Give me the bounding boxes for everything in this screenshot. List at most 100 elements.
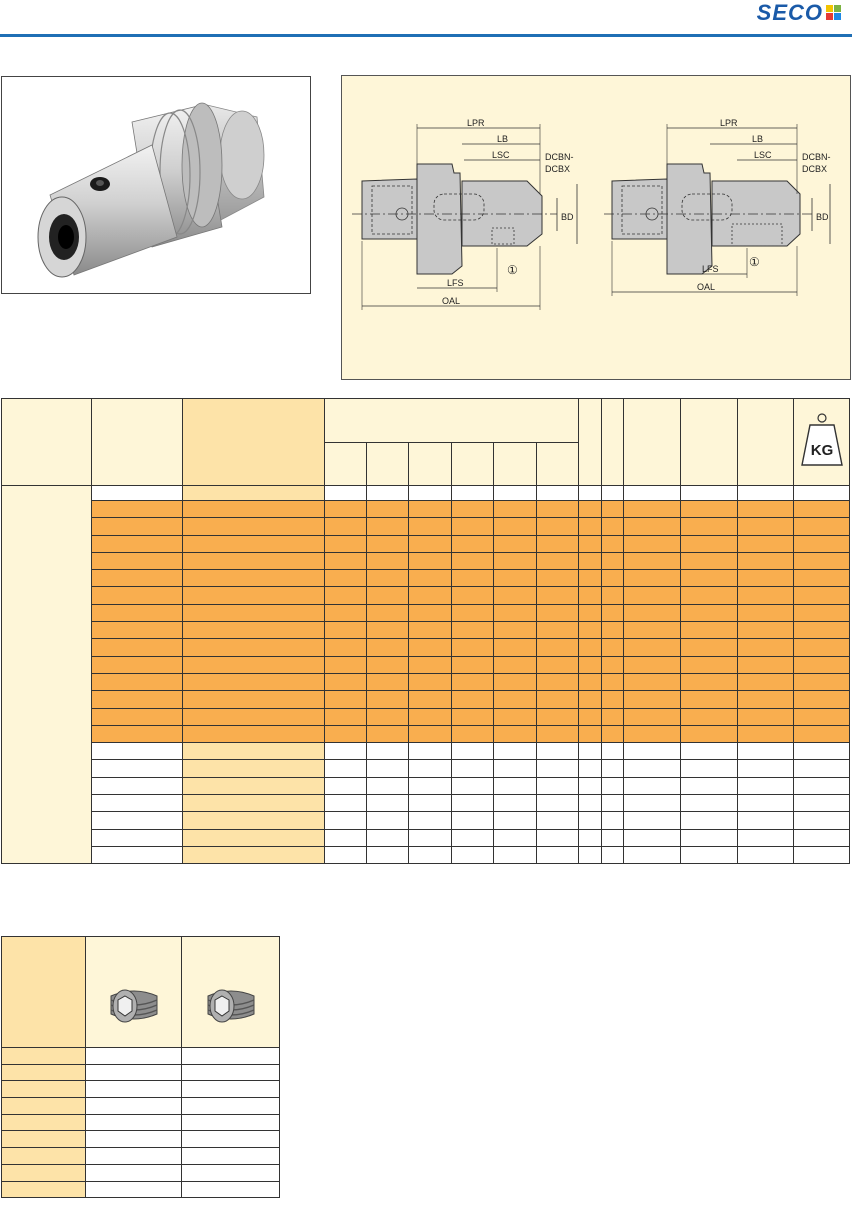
- table-cell: [737, 794, 794, 813]
- table-cell: [408, 707, 452, 726]
- table-cell: [91, 742, 183, 761]
- table-cell: [366, 742, 409, 761]
- table-cell: [324, 517, 367, 536]
- table-cell: [451, 499, 494, 519]
- table-cell: [578, 603, 602, 623]
- table-cell: [366, 690, 409, 709]
- table-cell: [324, 534, 367, 553]
- header-cell: [536, 442, 579, 486]
- table-cell: [623, 485, 681, 501]
- table-cell: [91, 776, 183, 796]
- table-cell: [366, 794, 409, 813]
- table-cell: [324, 794, 367, 813]
- table-cell: [366, 638, 409, 657]
- table-cell: [182, 499, 325, 519]
- table-cell: [680, 845, 738, 865]
- right-lfs: LFS: [702, 264, 719, 274]
- table-row: [1, 1063, 280, 1082]
- table-cell: [578, 742, 602, 761]
- table-cell: [366, 655, 409, 674]
- table-row: [2, 603, 850, 623]
- table-cell: [680, 586, 738, 605]
- right-lpr: LPR: [720, 118, 738, 128]
- table-row: [2, 499, 850, 519]
- right-bd: BD: [816, 212, 829, 222]
- table-cell: [451, 811, 494, 830]
- table-cell: [182, 759, 325, 778]
- table-cell: [536, 603, 579, 623]
- table-cell: [737, 655, 794, 674]
- table-cell: [536, 586, 579, 605]
- right-view: LPR LB LSC DCBN- DCBX BD LFS OAL ①: [604, 118, 831, 296]
- table-row: [2, 724, 850, 744]
- screw-header-cell: [181, 936, 280, 1048]
- left-bd: BD: [561, 212, 574, 222]
- table-cell: [680, 742, 738, 761]
- table-cell: [182, 517, 325, 536]
- table-cell: [1, 1130, 86, 1149]
- table-cell: [366, 586, 409, 605]
- table-cell: [680, 828, 738, 847]
- table-cell: [793, 569, 850, 588]
- table-cell: [91, 485, 183, 501]
- table-cell: [324, 845, 367, 865]
- table-row: [1, 1113, 280, 1132]
- table-cell: [408, 534, 452, 553]
- table-cell: [601, 707, 624, 726]
- table-cell: [181, 1097, 280, 1115]
- table-cell: [182, 724, 325, 744]
- table-cell: [493, 569, 537, 588]
- table-cell: [623, 672, 681, 692]
- table-cell: [623, 638, 681, 657]
- table-row: [2, 690, 850, 709]
- table-cell: [85, 1097, 182, 1115]
- table-cell: [366, 499, 409, 519]
- left-dcbx: DCBX: [545, 164, 570, 174]
- table-cell: [493, 655, 537, 674]
- table-cell: [601, 621, 624, 640]
- table-cell: [793, 485, 850, 501]
- table-cell: [493, 742, 537, 761]
- table-cell: [680, 759, 738, 778]
- table-row: [2, 621, 850, 640]
- header-cell: [578, 398, 602, 486]
- table-cell: [85, 1113, 182, 1132]
- table-row: [2, 569, 850, 588]
- table-cell: [623, 707, 681, 726]
- table-cell: [737, 845, 794, 865]
- table-cell: [451, 586, 494, 605]
- left-view: LPR LB LSC DCBN- DCBX BD LFS OAL ①: [352, 118, 578, 310]
- table-cell: [536, 672, 579, 692]
- table-cell: [408, 638, 452, 657]
- table-cell: [366, 534, 409, 553]
- table-cell: [601, 485, 624, 501]
- table-cell: [493, 534, 537, 553]
- table-cell: [1, 1163, 86, 1182]
- table-cell: [680, 621, 738, 640]
- table-cell: [680, 638, 738, 657]
- table-cell: [601, 499, 624, 519]
- right-callout: ①: [749, 255, 760, 269]
- table-cell: [182, 672, 325, 692]
- header-cell: [182, 398, 325, 486]
- table-cell: [91, 638, 183, 657]
- table-cell: [408, 724, 452, 744]
- table-cell: [737, 499, 794, 519]
- table-cell: [1, 1063, 86, 1082]
- table-cell: [737, 828, 794, 847]
- table-cell: [601, 776, 624, 796]
- table-cell: [366, 551, 409, 571]
- table-cell: [793, 517, 850, 536]
- table-cell: [578, 499, 602, 519]
- table-cell: [536, 690, 579, 709]
- technical-drawing: LPR LB LSC DCBN- DCBX BD LFS OAL ①: [341, 75, 851, 380]
- table-cell: [324, 499, 367, 519]
- table-row: [2, 707, 850, 726]
- table-cell: [181, 1113, 280, 1132]
- table-cell: [91, 517, 183, 536]
- table-row: [2, 638, 850, 657]
- table-cell: [578, 638, 602, 657]
- table-cell: [493, 759, 537, 778]
- table-cell: [91, 621, 183, 640]
- table-cell: [181, 1163, 280, 1182]
